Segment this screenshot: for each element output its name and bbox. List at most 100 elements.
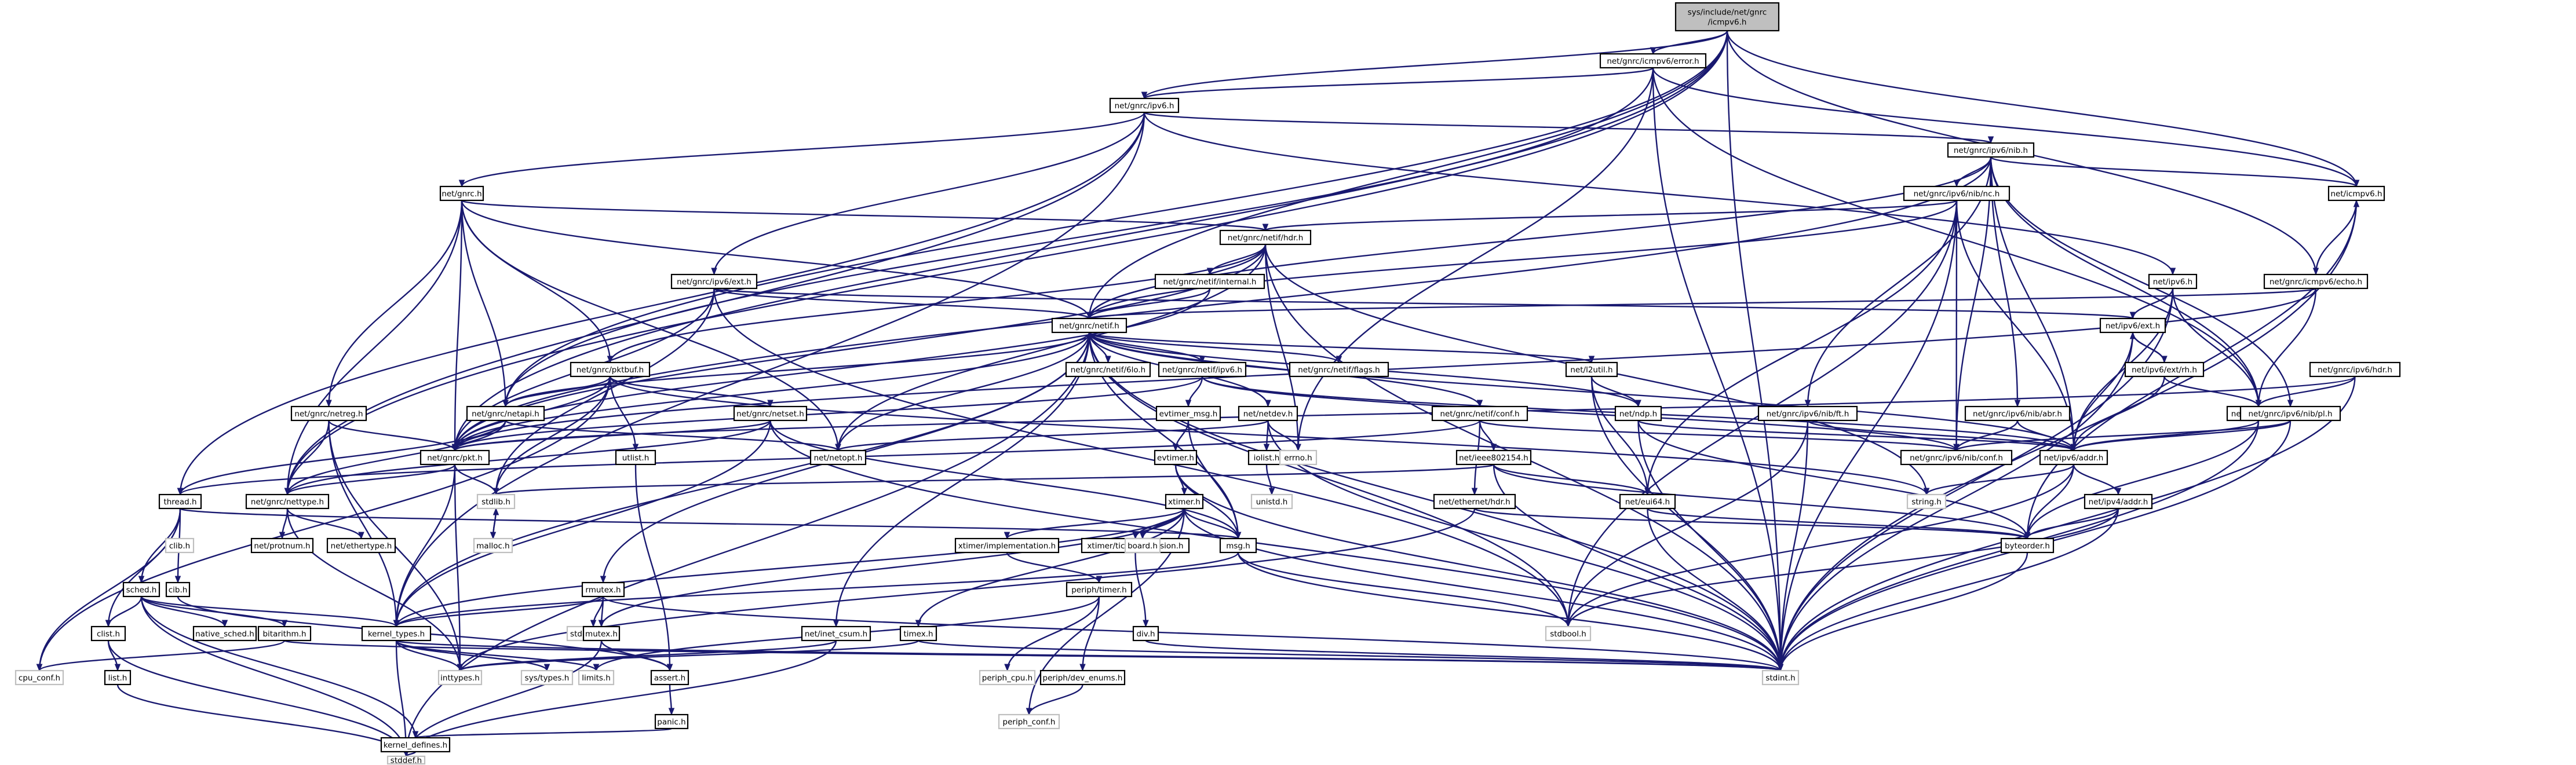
graph-node[interactable]: limits.h xyxy=(578,669,615,686)
dependency-edge xyxy=(492,463,1495,496)
node-box xyxy=(2084,493,2153,510)
dependency-edge xyxy=(1953,419,2292,452)
graph-node[interactable]: net/icmpv6.h xyxy=(2327,185,2385,202)
graph-node[interactable]: string.h xyxy=(1906,493,1947,510)
graph-node[interactable]: net/gnrc/ipv6/nib/nc.h xyxy=(1903,185,2011,202)
graph-node[interactable]: net/ipv4/addr.h xyxy=(2084,493,2153,510)
graph-node[interactable]: utlist.h xyxy=(615,449,656,466)
edge-line xyxy=(1088,287,2317,320)
graph-node[interactable]: net/protnum.h xyxy=(250,537,314,554)
edge-arrowhead xyxy=(2169,268,2176,276)
node-box xyxy=(2039,449,2108,466)
node-box xyxy=(250,537,314,554)
graph-node[interactable]: errno.h xyxy=(1279,449,1318,466)
graph-node[interactable]: xtimer/implementation.h xyxy=(954,537,1060,554)
graph-node[interactable]: net/ethernet/hdr.h xyxy=(1433,493,1516,510)
graph-node[interactable]: net/gnrc/netif/conf.h xyxy=(1431,405,1528,422)
graph-node[interactable]: periph_conf.h xyxy=(998,713,1060,730)
graph-node[interactable]: kernel_types.h xyxy=(361,625,432,642)
graph-node[interactable]: net/ipv6/addr.h xyxy=(2039,449,2108,466)
graph-node[interactable]: net/ipv6.h xyxy=(2148,273,2198,290)
graph-node[interactable]: mutex.h xyxy=(582,625,621,642)
node-label: iolist.h xyxy=(1254,453,1280,463)
graph-node[interactable]: net/ethertype.h xyxy=(326,537,396,554)
graph-node[interactable]: net/inet_csum.h xyxy=(801,625,871,642)
graph-node[interactable]: net/gnrc/ipv6/nib/conf.h xyxy=(1900,449,2013,466)
graph-node[interactable]: list.h xyxy=(104,669,132,686)
graph-node[interactable]: net/gnrc/netapi.h xyxy=(466,405,545,422)
graph-node[interactable]: periph/dev_enums.h xyxy=(1039,669,1126,686)
graph-node[interactable]: malloc.h xyxy=(473,537,513,554)
edge-line xyxy=(1479,419,1957,452)
graph-node[interactable]: bitarithm.h xyxy=(257,625,312,642)
graph-node[interactable]: sched.h xyxy=(122,581,160,598)
node-box xyxy=(1906,493,1947,510)
graph-node[interactable]: rmutex.h xyxy=(581,581,625,598)
graph-node[interactable]: net/ndp.h xyxy=(1614,405,1662,422)
graph-node[interactable]: thread.h xyxy=(158,493,202,510)
graph-node[interactable]: net/gnrc/netif/flags.h xyxy=(1289,361,1389,378)
graph-node[interactable]: assert.h xyxy=(650,669,689,686)
graph-node[interactable]: xtimer.h xyxy=(1165,493,1204,510)
graph-node[interactable]: net/gnrc/ipv6/nib/abr.h xyxy=(1964,405,2071,422)
graph-node[interactable]: div.h xyxy=(1132,625,1159,642)
graph-node[interactable]: net/gnrc/icmpv6/error.h xyxy=(1599,53,1707,69)
graph-node[interactable]: net/ieee802154.h xyxy=(1455,449,1532,466)
graph-node[interactable]: stdlib.h xyxy=(476,493,516,510)
graph-node[interactable]: net/gnrc/netset.h xyxy=(733,405,808,422)
graph-node[interactable]: net/eui64.h xyxy=(1619,493,1676,510)
graph-node[interactable]: net/gnrc/netif/hdr.h xyxy=(1219,229,1312,246)
graph-node[interactable]: net/gnrc/pktbuf.h xyxy=(570,361,651,378)
graph-node[interactable]: stddef.h xyxy=(386,755,426,765)
graph-node[interactable]: stdint.h xyxy=(1761,669,1800,686)
dependency-edge xyxy=(107,640,410,757)
graph-node[interactable]: periph/timer.h xyxy=(1066,581,1133,598)
edge-line xyxy=(179,507,1239,540)
graph-node[interactable]: sys/types.h xyxy=(520,669,574,686)
graph-node[interactable]: net/ipv6/ext/rh.h xyxy=(2124,361,2205,378)
graph-node[interactable]: net/l2util.h xyxy=(1565,361,1618,378)
edge-line xyxy=(1652,67,2358,187)
graph-node[interactable]: net/gnrc/netreg.h xyxy=(290,405,367,422)
graph-node[interactable]: kernel_defines.h xyxy=(380,737,451,753)
graph-node[interactable]: evtimer_msg.h xyxy=(1155,405,1221,422)
graph-node[interactable]: net/gnrc.h xyxy=(439,185,484,202)
graph-node[interactable]: native_sched.h xyxy=(192,625,257,642)
graph-node[interactable]: iolist.h xyxy=(1247,449,1286,466)
graph-node[interactable]: unistd.h xyxy=(1250,493,1293,510)
edge-arrowhead xyxy=(598,620,605,628)
graph-node[interactable]: net/ipv6/ext.h xyxy=(2099,317,2166,334)
graph-node[interactable]: byteorder.h xyxy=(2000,537,2055,554)
graph-node[interactable]: net/gnrc/netif.h xyxy=(1051,317,1128,334)
graph-node[interactable]: msg.h xyxy=(1219,537,1257,554)
graph-node[interactable]: cpu_conf.h xyxy=(14,669,64,686)
graph-node[interactable]: stdbool.h xyxy=(1545,625,1592,642)
graph-node[interactable]: net/gnrc/ipv6.h xyxy=(1109,97,1180,114)
graph-node[interactable]: inttypes.h xyxy=(437,669,483,686)
edge-line xyxy=(713,287,2134,320)
graph-node[interactable]: timex.h xyxy=(899,625,937,642)
graph-node[interactable]: net/gnrc/ipv6/nib/pl.h xyxy=(2239,405,2341,422)
graph-node[interactable]: net/gnrc/icmpv6/echo.h xyxy=(2263,273,2369,290)
graph-node[interactable]: net/netopt.h xyxy=(809,449,867,466)
graph-node[interactable]: net/gnrc/netif/ipv6.h xyxy=(1158,361,1247,378)
graph-node[interactable]: net/gnrc/ipv6/ext.h xyxy=(670,273,758,290)
graph-node[interactable]: net/gnrc/nettype.h xyxy=(245,493,330,510)
graph-node[interactable]: net/gnrc/ipv6/nib.h xyxy=(1947,142,2035,158)
edge-arrowhead xyxy=(1295,444,1301,452)
edge-arrowhead xyxy=(600,576,607,584)
graph-node[interactable]: net/gnrc/netif/6lo.h xyxy=(1065,361,1151,378)
graph-node[interactable]: periph_cpu.h xyxy=(979,669,1036,686)
graph-node[interactable]: clib.h xyxy=(165,537,195,554)
graph-node[interactable]: net/netdev.h xyxy=(1238,405,1298,422)
graph-node[interactable]: clist.h xyxy=(90,625,126,642)
graph-node[interactable]: net/gnrc/ipv6/hdr.h xyxy=(2309,361,2401,378)
graph-node[interactable]: net/gnrc/netif/internal.h xyxy=(1154,273,1265,290)
graph-node[interactable]: net/gnrc/ipv6/nib/ft.h xyxy=(1757,405,1858,422)
graph-node[interactable]: board.h xyxy=(1124,537,1161,554)
graph-node[interactable]: evtimer.h xyxy=(1154,449,1198,466)
edge-line xyxy=(107,596,143,627)
graph-node[interactable]: cib.h xyxy=(165,581,191,598)
graph-node[interactable]: net/gnrc/pkt.h xyxy=(419,449,490,466)
graph-node[interactable]: panic.h xyxy=(654,713,689,730)
